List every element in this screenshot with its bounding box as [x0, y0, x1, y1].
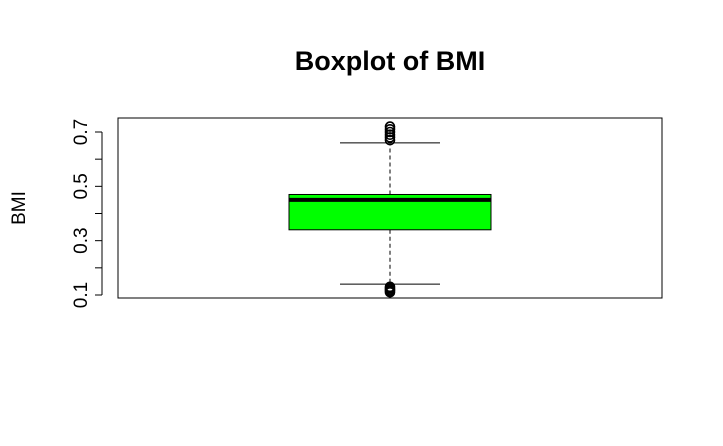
outlier-point — [384, 281, 396, 293]
y-axis-label: BMI — [9, 191, 30, 225]
chart-title: Boxplot of BMI — [295, 46, 485, 76]
y-tick-label: 0.3 — [71, 227, 92, 253]
boxplot-group — [288, 121, 492, 298]
y-tick-label: 0.5 — [71, 173, 92, 199]
y-ticks: 0.1 0.3 0.5 0.7 — [71, 119, 102, 308]
y-tick-label: 0.7 — [71, 119, 92, 145]
y-tick-label: 0.1 — [71, 282, 92, 308]
plot-frame — [117, 117, 663, 299]
outlier-point — [384, 121, 396, 132]
